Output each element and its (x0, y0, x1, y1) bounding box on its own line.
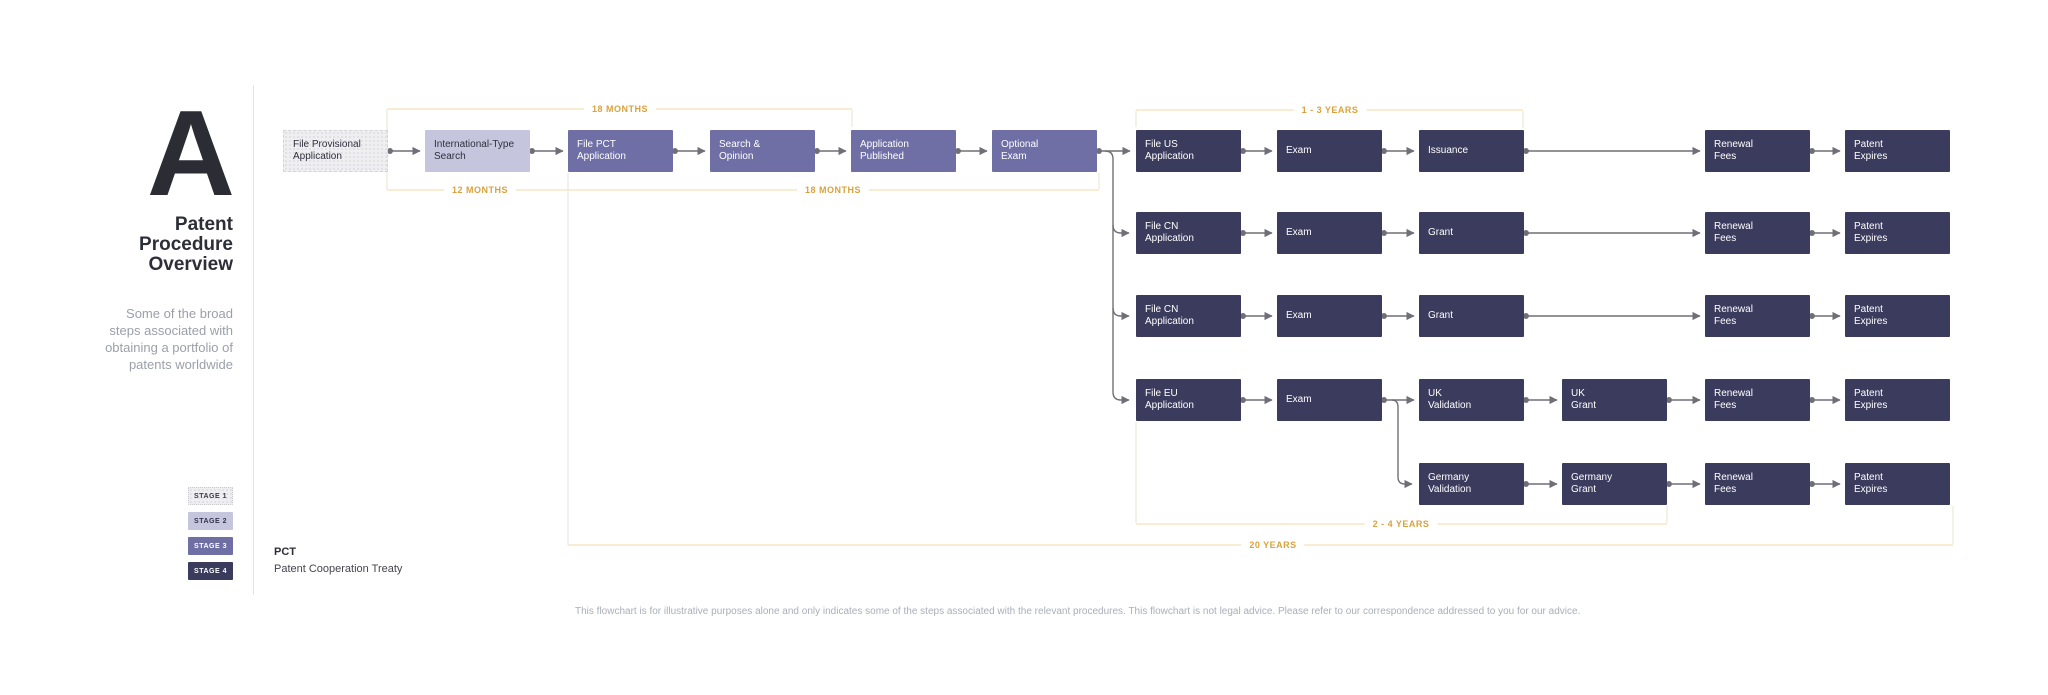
node-uk-patent-expires: Patent Expires (1845, 379, 1950, 421)
page-title: Patent Procedure Overview (139, 214, 233, 275)
node-file-pct-application: File PCT Application (568, 130, 673, 172)
node-file-cn-application-2: File CN Application (1136, 295, 1241, 337)
node-file-us-application: File US Application (1136, 130, 1241, 172)
node-uk-grant: UK Grant (1562, 379, 1667, 421)
timeline-18-months-top: 18 MONTHS (583, 104, 657, 115)
legend-stage-2: STAGE 2 (188, 512, 233, 530)
page-description: Some of the broad steps associated with … (105, 306, 233, 372)
node-search-and-opinion: Search & Opinion (710, 130, 815, 172)
node-germany-renewal-fees: Renewal Fees (1705, 463, 1810, 505)
timeline-2-4-years: 2 - 4 YEARS (1364, 519, 1438, 530)
node-optional-exam: Optional Exam (992, 130, 1097, 172)
timeline-20-years: 20 YEARS (1241, 540, 1305, 551)
node-uk-validation: UK Validation (1419, 379, 1524, 421)
node-cn2-renewal-fees: Renewal Fees (1705, 295, 1810, 337)
legend-stage-1: STAGE 1 (188, 487, 233, 505)
node-germany-patent-expires: Patent Expires (1845, 463, 1950, 505)
sidebar: A Patent Procedure Overview Some of the … (0, 0, 235, 695)
node-file-provisional-application: File Provisional Application (283, 130, 388, 172)
node-cn2-exam: Exam (1277, 295, 1382, 337)
node-cn1-grant: Grant (1419, 212, 1524, 254)
node-application-published: Application Published (851, 130, 956, 172)
footnote-abbreviation-expansion: Patent Cooperation Treaty (274, 563, 403, 575)
node-uk-renewal-fees: Renewal Fees (1705, 379, 1810, 421)
node-file-cn-application-1: File CN Application (1136, 212, 1241, 254)
timeline-1-3-years: 1 - 3 YEARS (1293, 105, 1367, 116)
disclaimer-text: This flowchart is for illustrative purpo… (575, 606, 1581, 617)
node-cn1-exam: Exam (1277, 212, 1382, 254)
node-us-patent-expires: Patent Expires (1845, 130, 1950, 172)
node-cn1-patent-expires: Patent Expires (1845, 212, 1950, 254)
stage-legend: STAGE 1 STAGE 2 STAGE 3 STAGE 4 (188, 487, 233, 587)
section-letter: A (146, 85, 235, 221)
footnote-abbreviation: PCT (274, 546, 296, 558)
node-us-exam: Exam (1277, 130, 1382, 172)
timeline-12-months: 12 MONTHS (443, 185, 517, 196)
node-cn2-patent-expires: Patent Expires (1845, 295, 1950, 337)
node-cn1-renewal-fees: Renewal Fees (1705, 212, 1810, 254)
node-eu-exam: Exam (1277, 379, 1382, 421)
node-international-type-search: International-Type Search (425, 130, 530, 172)
node-germany-grant: Germany Grant (1562, 463, 1667, 505)
vertical-divider (253, 85, 254, 595)
node-file-eu-application: File EU Application (1136, 379, 1241, 421)
node-us-renewal-fees: Renewal Fees (1705, 130, 1810, 172)
node-cn2-grant: Grant (1419, 295, 1524, 337)
node-us-issuance: Issuance (1419, 130, 1524, 172)
timeline-18-months-bottom: 18 MONTHS (796, 185, 870, 196)
legend-stage-3: STAGE 3 (188, 537, 233, 555)
legend-stage-4: STAGE 4 (188, 562, 233, 580)
node-germany-validation: Germany Validation (1419, 463, 1524, 505)
